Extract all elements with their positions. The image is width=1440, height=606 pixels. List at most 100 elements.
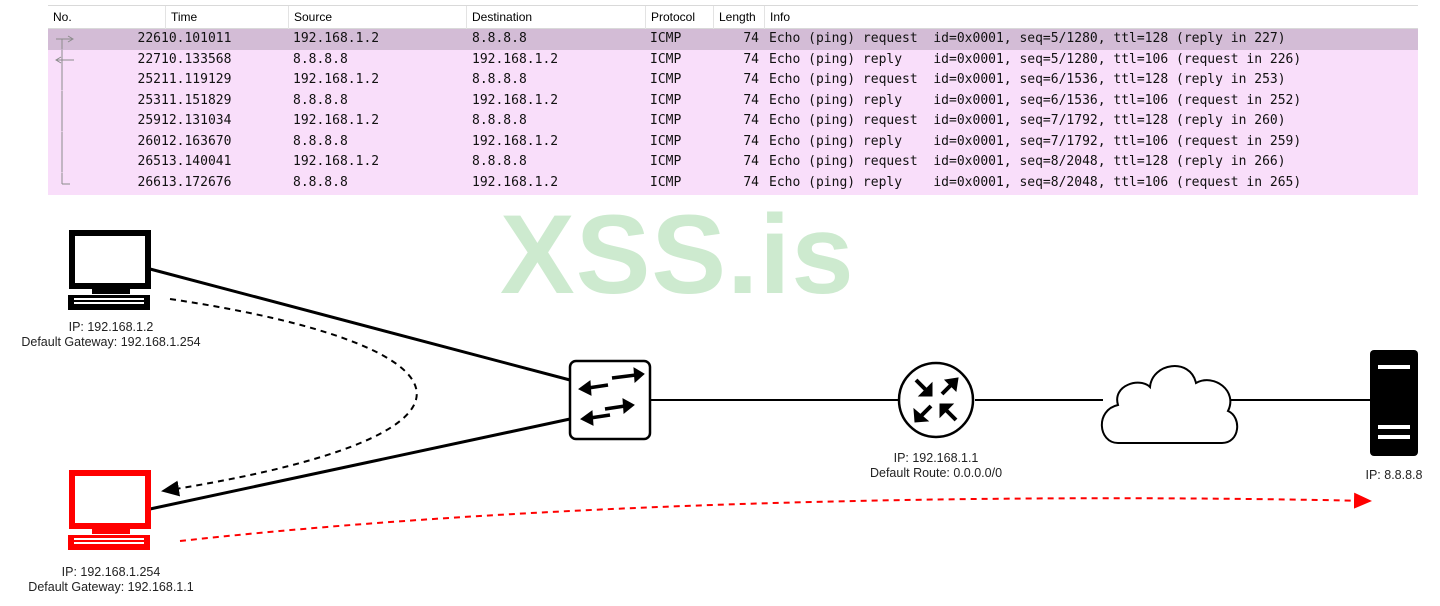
table-row[interactable]: 252 11.119129 192.168.1.2 8.8.8.8 ICMP 7… — [48, 70, 1418, 91]
cell-destination: 192.168.1.2 — [472, 174, 559, 190]
cell-no: 265 — [137, 154, 161, 169]
cell-destination: 8.8.8.8 — [472, 154, 527, 169]
cell-no: 260 — [137, 133, 161, 149]
router-default-route: Default Route: 0.0.0.0/0 — [869, 466, 1003, 480]
cell-source: 192.168.1.2 — [293, 154, 380, 169]
packet-rows: 226 10.101011 192.168.1.2 8.8.8.8 ICMP 7… — [48, 29, 1418, 193]
cell-info: Echo (ping) reply id=0x0001, seq=7/1792,… — [769, 133, 1302, 149]
conversation-indicator-icon — [61, 172, 70, 184]
cell-protocol: ICMP — [650, 31, 682, 46]
table-row[interactable]: 265 13.140041 192.168.1.2 8.8.8.8 ICMP 7… — [48, 152, 1418, 173]
cell-destination: 192.168.1.2 — [472, 51, 559, 67]
table-row[interactable]: 260 12.163670 8.8.8.8 192.168.1.2 ICMP 7… — [48, 131, 1418, 152]
cell-info: Echo (ping) reply id=0x0001, seq=6/1536,… — [769, 92, 1302, 108]
cell-source: 8.8.8.8 — [293, 92, 348, 108]
cell-length: 74 — [743, 154, 759, 169]
cell-info: Echo (ping) request id=0x0001, seq=8/204… — [769, 154, 1286, 169]
table-row[interactable]: 259 12.131034 192.168.1.2 8.8.8.8 ICMP 7… — [48, 111, 1418, 132]
victim-label: IP: 192.168.1.2 Default Gateway: 192.168… — [0, 320, 222, 350]
cell-length: 74 — [743, 51, 759, 67]
cell-protocol: ICMP — [650, 51, 682, 67]
cell-no: 227 — [137, 51, 161, 67]
victim-computer-icon[interactable] — [68, 230, 151, 310]
cell-no: 252 — [137, 72, 161, 87]
diagram-canvas — [68, 230, 1418, 550]
conversation-indicator-icon — [56, 35, 74, 50]
cell-time: 13.140041 — [161, 154, 232, 169]
cell-protocol: ICMP — [650, 154, 682, 169]
cell-length: 74 — [743, 133, 759, 149]
cell-length: 74 — [743, 31, 759, 46]
column-header-destination[interactable]: Destination — [466, 6, 645, 29]
server-label: IP: 8.8.8.8 — [1350, 468, 1438, 483]
column-header-info[interactable]: Info — [764, 6, 1418, 29]
attacker-label: IP: 192.168.1.254 Default Gateway: 192.1… — [0, 565, 222, 595]
table-row[interactable]: 266 13.172676 8.8.8.8 192.168.1.2 ICMP 7… — [48, 172, 1418, 194]
link-attacker-switch — [149, 417, 571, 511]
cell-time: 11.119129 — [161, 72, 232, 87]
column-header-length[interactable]: Length — [713, 6, 764, 29]
attacker-computer-icon[interactable] — [68, 470, 151, 550]
cell-time: 10.101011 — [161, 31, 232, 46]
victim-ip: IP: 192.168.1.2 — [68, 320, 154, 334]
conversation-indicator-icon — [61, 70, 63, 91]
cell-no: 226 — [137, 31, 161, 46]
conversation-indicator-icon — [61, 90, 63, 111]
table-row-selected[interactable]: 226 10.101011 192.168.1.2 8.8.8.8 ICMP 7… — [48, 29, 1418, 50]
cell-destination: 8.8.8.8 — [472, 31, 527, 46]
table-row[interactable]: 227 10.133568 8.8.8.8 192.168.1.2 ICMP 7… — [48, 49, 1418, 70]
cell-no: 259 — [137, 113, 161, 128]
packet-list-header: No. Time Source Destination Protocol Len… — [48, 5, 1418, 29]
switch-icon[interactable] — [568, 359, 652, 441]
cell-source: 192.168.1.2 — [293, 72, 380, 87]
conversation-indicator-icon — [61, 111, 63, 132]
cell-source: 8.8.8.8 — [293, 51, 348, 67]
column-header-time[interactable]: Time — [165, 6, 288, 29]
cell-protocol: ICMP — [650, 133, 682, 149]
conversation-indicator-icon — [61, 152, 63, 173]
network-diagram: XSS.is — [0, 195, 1440, 606]
cell-length: 74 — [743, 113, 759, 128]
victim-gateway: Default Gateway: 192.168.1.254 — [21, 335, 201, 349]
column-header-protocol[interactable]: Protocol — [645, 6, 713, 29]
link-victim-switch — [149, 267, 571, 382]
cell-time: 11.151829 — [161, 92, 232, 108]
server-ip: IP: 8.8.8.8 — [1365, 468, 1423, 482]
cell-source: 8.8.8.8 — [293, 174, 348, 190]
cell-source: 192.168.1.2 — [293, 113, 380, 128]
packet-list: No. Time Source Destination Protocol Len… — [48, 5, 1418, 195]
forward-flow-arrow — [179, 492, 1372, 542]
cell-destination: 8.8.8.8 — [472, 72, 527, 87]
cell-length: 74 — [743, 92, 759, 108]
cell-time: 13.172676 — [161, 174, 232, 190]
cell-info: Echo (ping) reply id=0x0001, seq=8/2048,… — [769, 174, 1302, 190]
cell-info: Echo (ping) request id=0x0001, seq=7/179… — [769, 113, 1286, 128]
cell-time: 12.131034 — [161, 113, 232, 128]
table-row[interactable]: 253 11.151829 8.8.8.8 192.168.1.2 ICMP 7… — [48, 90, 1418, 111]
cell-info: Echo (ping) request id=0x0001, seq=5/128… — [769, 31, 1286, 46]
cell-info: Echo (ping) reply id=0x0001, seq=5/1280,… — [769, 51, 1302, 67]
cell-protocol: ICMP — [650, 174, 682, 190]
cell-time: 10.133568 — [161, 51, 232, 67]
cell-source: 192.168.1.2 — [293, 31, 380, 46]
cell-destination: 192.168.1.2 — [472, 133, 559, 149]
server-icon[interactable] — [1370, 350, 1418, 456]
attacker-ip: IP: 192.168.1.254 — [61, 565, 161, 579]
cell-protocol: ICMP — [650, 113, 682, 128]
cell-info: Echo (ping) request id=0x0001, seq=6/153… — [769, 72, 1286, 87]
cell-time: 12.163670 — [161, 133, 232, 149]
attacker-gateway: Default Gateway: 192.168.1.1 — [28, 580, 194, 594]
cell-no: 266 — [137, 174, 161, 190]
column-header-no[interactable]: No. — [53, 10, 72, 24]
column-header-source[interactable]: Source — [288, 6, 466, 29]
cell-length: 74 — [743, 174, 759, 190]
cell-destination: 8.8.8.8 — [472, 113, 527, 128]
cell-source: 8.8.8.8 — [293, 133, 348, 149]
cell-length: 74 — [743, 72, 759, 87]
router-icon[interactable] — [897, 361, 975, 439]
cell-destination: 192.168.1.2 — [472, 92, 559, 108]
cell-protocol: ICMP — [650, 72, 682, 87]
router-label: IP: 192.168.1.1 Default Route: 0.0.0.0/0 — [846, 451, 1026, 481]
watermark: XSS.is — [500, 192, 855, 317]
conversation-indicator-icon — [61, 131, 63, 152]
